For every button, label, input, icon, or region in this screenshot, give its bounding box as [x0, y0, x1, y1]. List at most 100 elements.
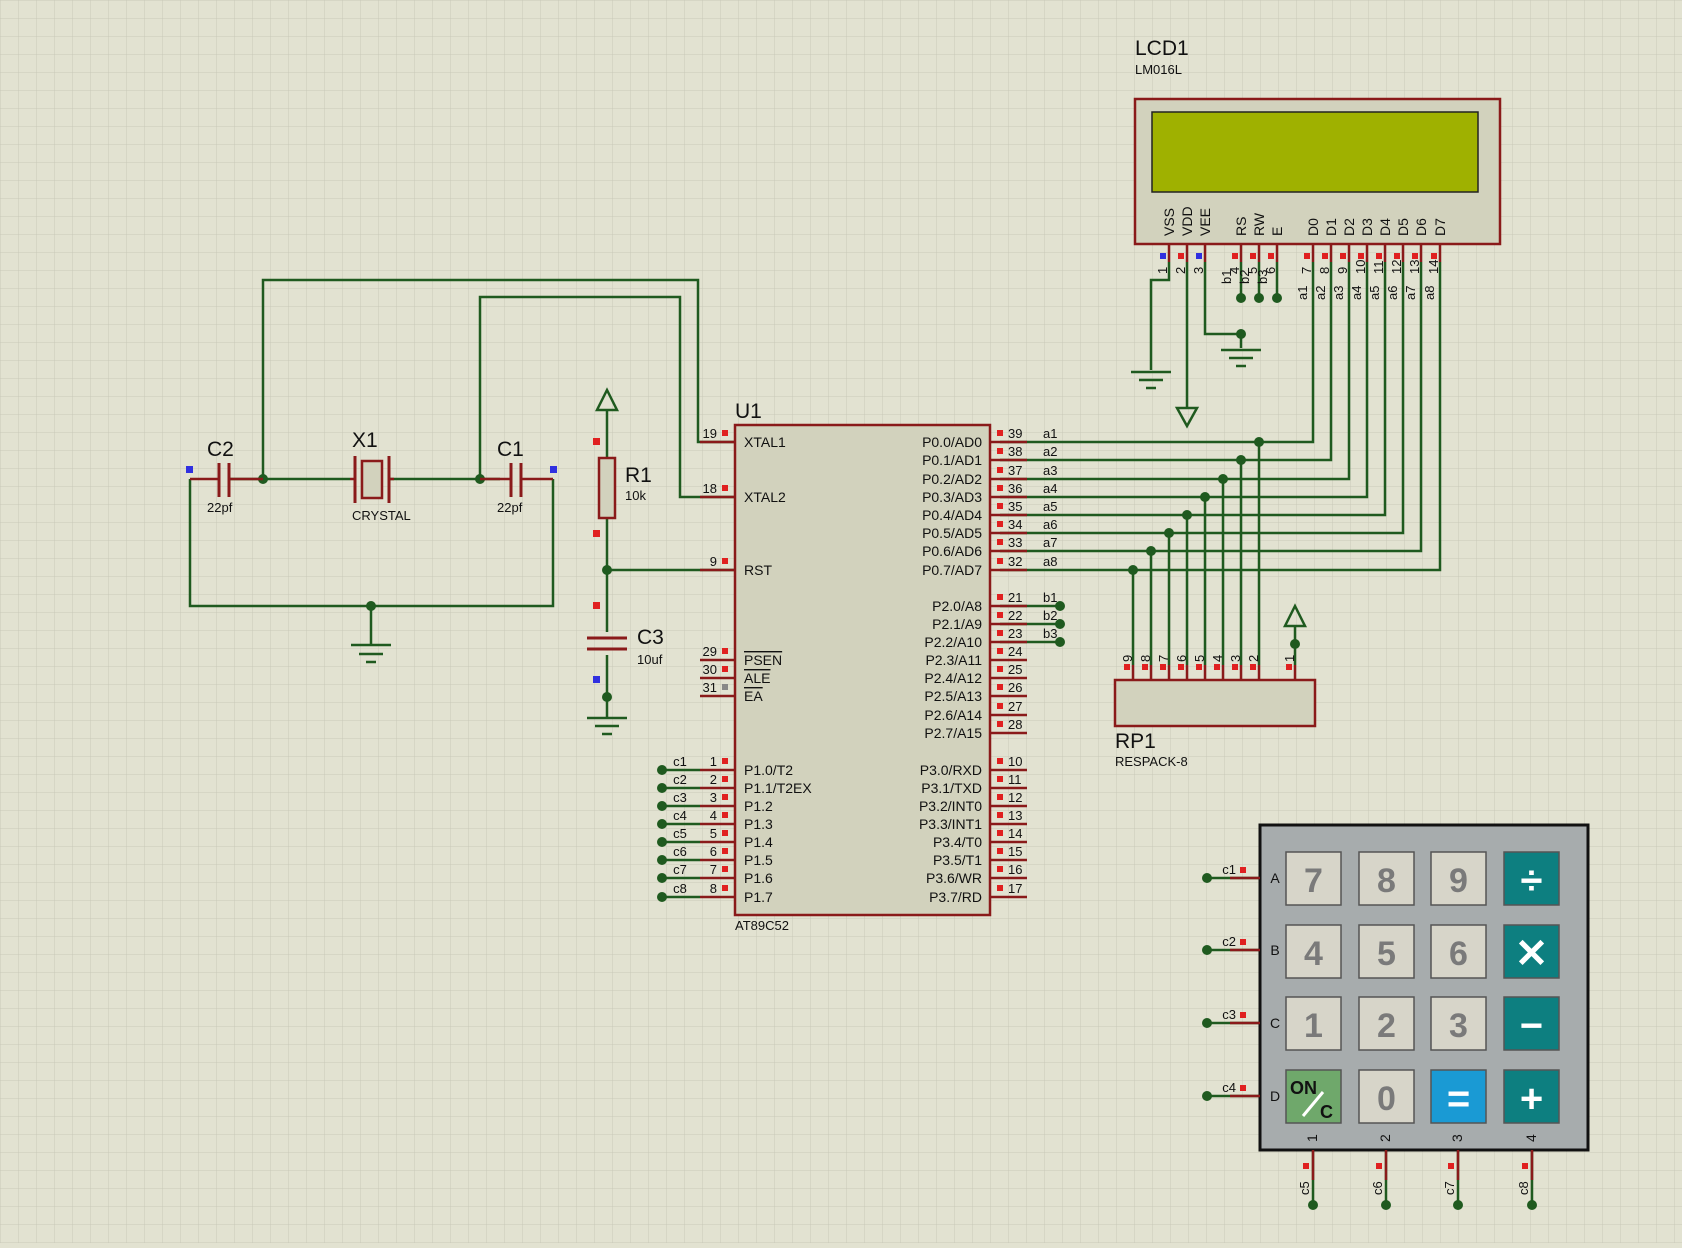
wire-lcd-vss: [1149, 262, 1171, 370]
keypad-key[interactable]: +: [1503, 1069, 1560, 1124]
keypad-key[interactable]: 4: [1285, 924, 1342, 979]
lcd-lcd1[interactable]: LCD1 LM016L VSS1VDD2VEE3RS4RW5E6D07D18D2…: [1133, 37, 1502, 300]
junction-dot: [657, 873, 667, 883]
mcu-pin-label: XTAL1: [744, 434, 786, 450]
keypad-key[interactable]: 8: [1358, 851, 1415, 906]
lcd-screen: [1151, 111, 1479, 193]
net-label: c1: [1222, 862, 1236, 877]
r1-value: 10k: [625, 488, 646, 503]
crystal-x1[interactable]: X1 CRYSTAL: [350, 429, 411, 523]
junction-dot: [657, 765, 667, 775]
keypad-key[interactable]: 6: [1430, 924, 1487, 979]
keypad-key[interactable]: −: [1503, 996, 1560, 1051]
svg-text:3: 3: [1449, 1007, 1468, 1045]
mcu-pin-number: 13: [1008, 808, 1022, 823]
mcu-pin-number: 10: [1008, 754, 1022, 769]
lcd-pin-label: E: [1269, 227, 1285, 236]
ground-icon: [351, 633, 391, 664]
net-label: a2: [1043, 444, 1057, 459]
mcu-u1[interactable]: U1 AT89C52 19XTAL118XTAL29RST29PSEN30ALE…: [673, 400, 1057, 933]
net-label: c7: [673, 862, 687, 877]
lcd-pin-label: VSS: [1161, 208, 1177, 236]
mcu-pin-label: P1.3: [744, 816, 773, 832]
junction-dot: [1200, 492, 1210, 502]
keypad-key[interactable]: 9: [1430, 851, 1487, 906]
junction-dot: [1202, 1018, 1212, 1028]
junction-dot: [1381, 1200, 1391, 1210]
mcu-pin-number: 3: [710, 790, 717, 805]
keypad-key[interactable]: 0: [1358, 1069, 1415, 1124]
keypad-key[interactable]: 3: [1430, 996, 1487, 1051]
mcu-pin-label: P3.2/INT0: [919, 798, 982, 814]
mcu-pin-label: P2.2/A10: [924, 634, 982, 650]
keypad-key[interactable]: ÷: [1503, 851, 1560, 906]
mcu-pin-label: EA: [744, 688, 763, 704]
mcu-pin-label: P2.5/A13: [924, 688, 982, 704]
mcu-pin-label: P0.6/AD6: [922, 543, 982, 559]
wire-a8: [1000, 262, 1442, 572]
junction-dot: [602, 692, 612, 702]
rp1-pin-number: 8: [1138, 655, 1153, 662]
mcu-pin-label: ALE: [744, 670, 770, 686]
net-label: a7: [1043, 535, 1057, 550]
wire-a2: [1000, 262, 1333, 462]
lcd-pin-label: RS: [1233, 217, 1249, 236]
net-label: c1: [673, 754, 687, 769]
capacitor-c1[interactable]: C1 22pf: [480, 438, 557, 515]
keypad-key[interactable]: 2: [1358, 996, 1415, 1051]
junction-dot: [1236, 293, 1246, 303]
lcd-pin-number: 14: [1426, 260, 1441, 274]
mcu-pin-label: PSEN: [744, 652, 782, 668]
junction-dot: [1218, 474, 1228, 484]
lcd-pin-number: 9: [1335, 267, 1350, 274]
mcu-pin-label: P0.7/AD7: [922, 562, 982, 578]
mcu-pin-number: 9: [710, 554, 717, 569]
mcu-pin-number: 35: [1008, 499, 1022, 514]
resistor-r1[interactable]: R1 10k: [593, 438, 652, 537]
mcu-pin-number: 34: [1008, 517, 1022, 532]
mcu-pin-number: 25: [1008, 662, 1022, 677]
mcu-pin-number: 7: [710, 862, 717, 877]
keypad-col-label: 4: [1523, 1134, 1539, 1142]
svg-text:✕: ✕: [1515, 932, 1549, 976]
mcu-pin-label: P1.2: [744, 798, 773, 814]
net-label: c4: [1222, 1080, 1236, 1095]
junction-dot: [366, 601, 376, 611]
mcu-pin-number: 31: [703, 680, 717, 695]
capacitor-c3[interactable]: C3 10uf: [587, 602, 664, 683]
junction-dot: [1527, 1200, 1537, 1210]
keypad-key[interactable]: 5: [1358, 924, 1415, 979]
keypad-key[interactable]: =: [1430, 1069, 1487, 1124]
net-label: b3: [1043, 626, 1057, 641]
keypad-key[interactable]: 1: [1285, 996, 1342, 1051]
mcu-left-pins: 19XTAL118XTAL29RST29PSEN30ALE31EA1P1.0/T…: [673, 426, 812, 905]
lcd-pin-label: VDD: [1179, 206, 1195, 236]
net-label: a6: [1043, 517, 1057, 532]
lcd-pin-label: D3: [1359, 218, 1375, 236]
c3-value: 10uf: [637, 652, 663, 667]
keypad-key[interactable]: ✕: [1503, 924, 1560, 979]
mcu-pin-label: P1.6: [744, 870, 773, 886]
rp1-pin-number: 5: [1192, 655, 1207, 662]
mcu-pin-label: P1.7: [744, 889, 773, 905]
junction-dot: [1055, 637, 1065, 647]
wire-a5: [1000, 262, 1387, 517]
lcd-pin-number: 1: [1155, 267, 1170, 274]
mcu-pin-label: P2.0/A8: [932, 598, 982, 614]
mcu-pin-number: 12: [1008, 790, 1022, 805]
net-label: c4: [673, 808, 687, 823]
keypad-key[interactable]: ONC: [1285, 1069, 1342, 1124]
lcd-pin-label: D7: [1432, 218, 1448, 236]
junction-dot: [1182, 510, 1192, 520]
wire-a7: [1000, 262, 1423, 553]
svg-text:1: 1: [1304, 1007, 1323, 1045]
keypad-key[interactable]: 7: [1285, 851, 1342, 906]
rp1-pin-number: 9: [1120, 655, 1135, 662]
capacitor-c2[interactable]: C2 22pf: [186, 438, 263, 515]
junction-dot: [1055, 601, 1065, 611]
mcu-pin-label: P1.4: [744, 834, 773, 850]
